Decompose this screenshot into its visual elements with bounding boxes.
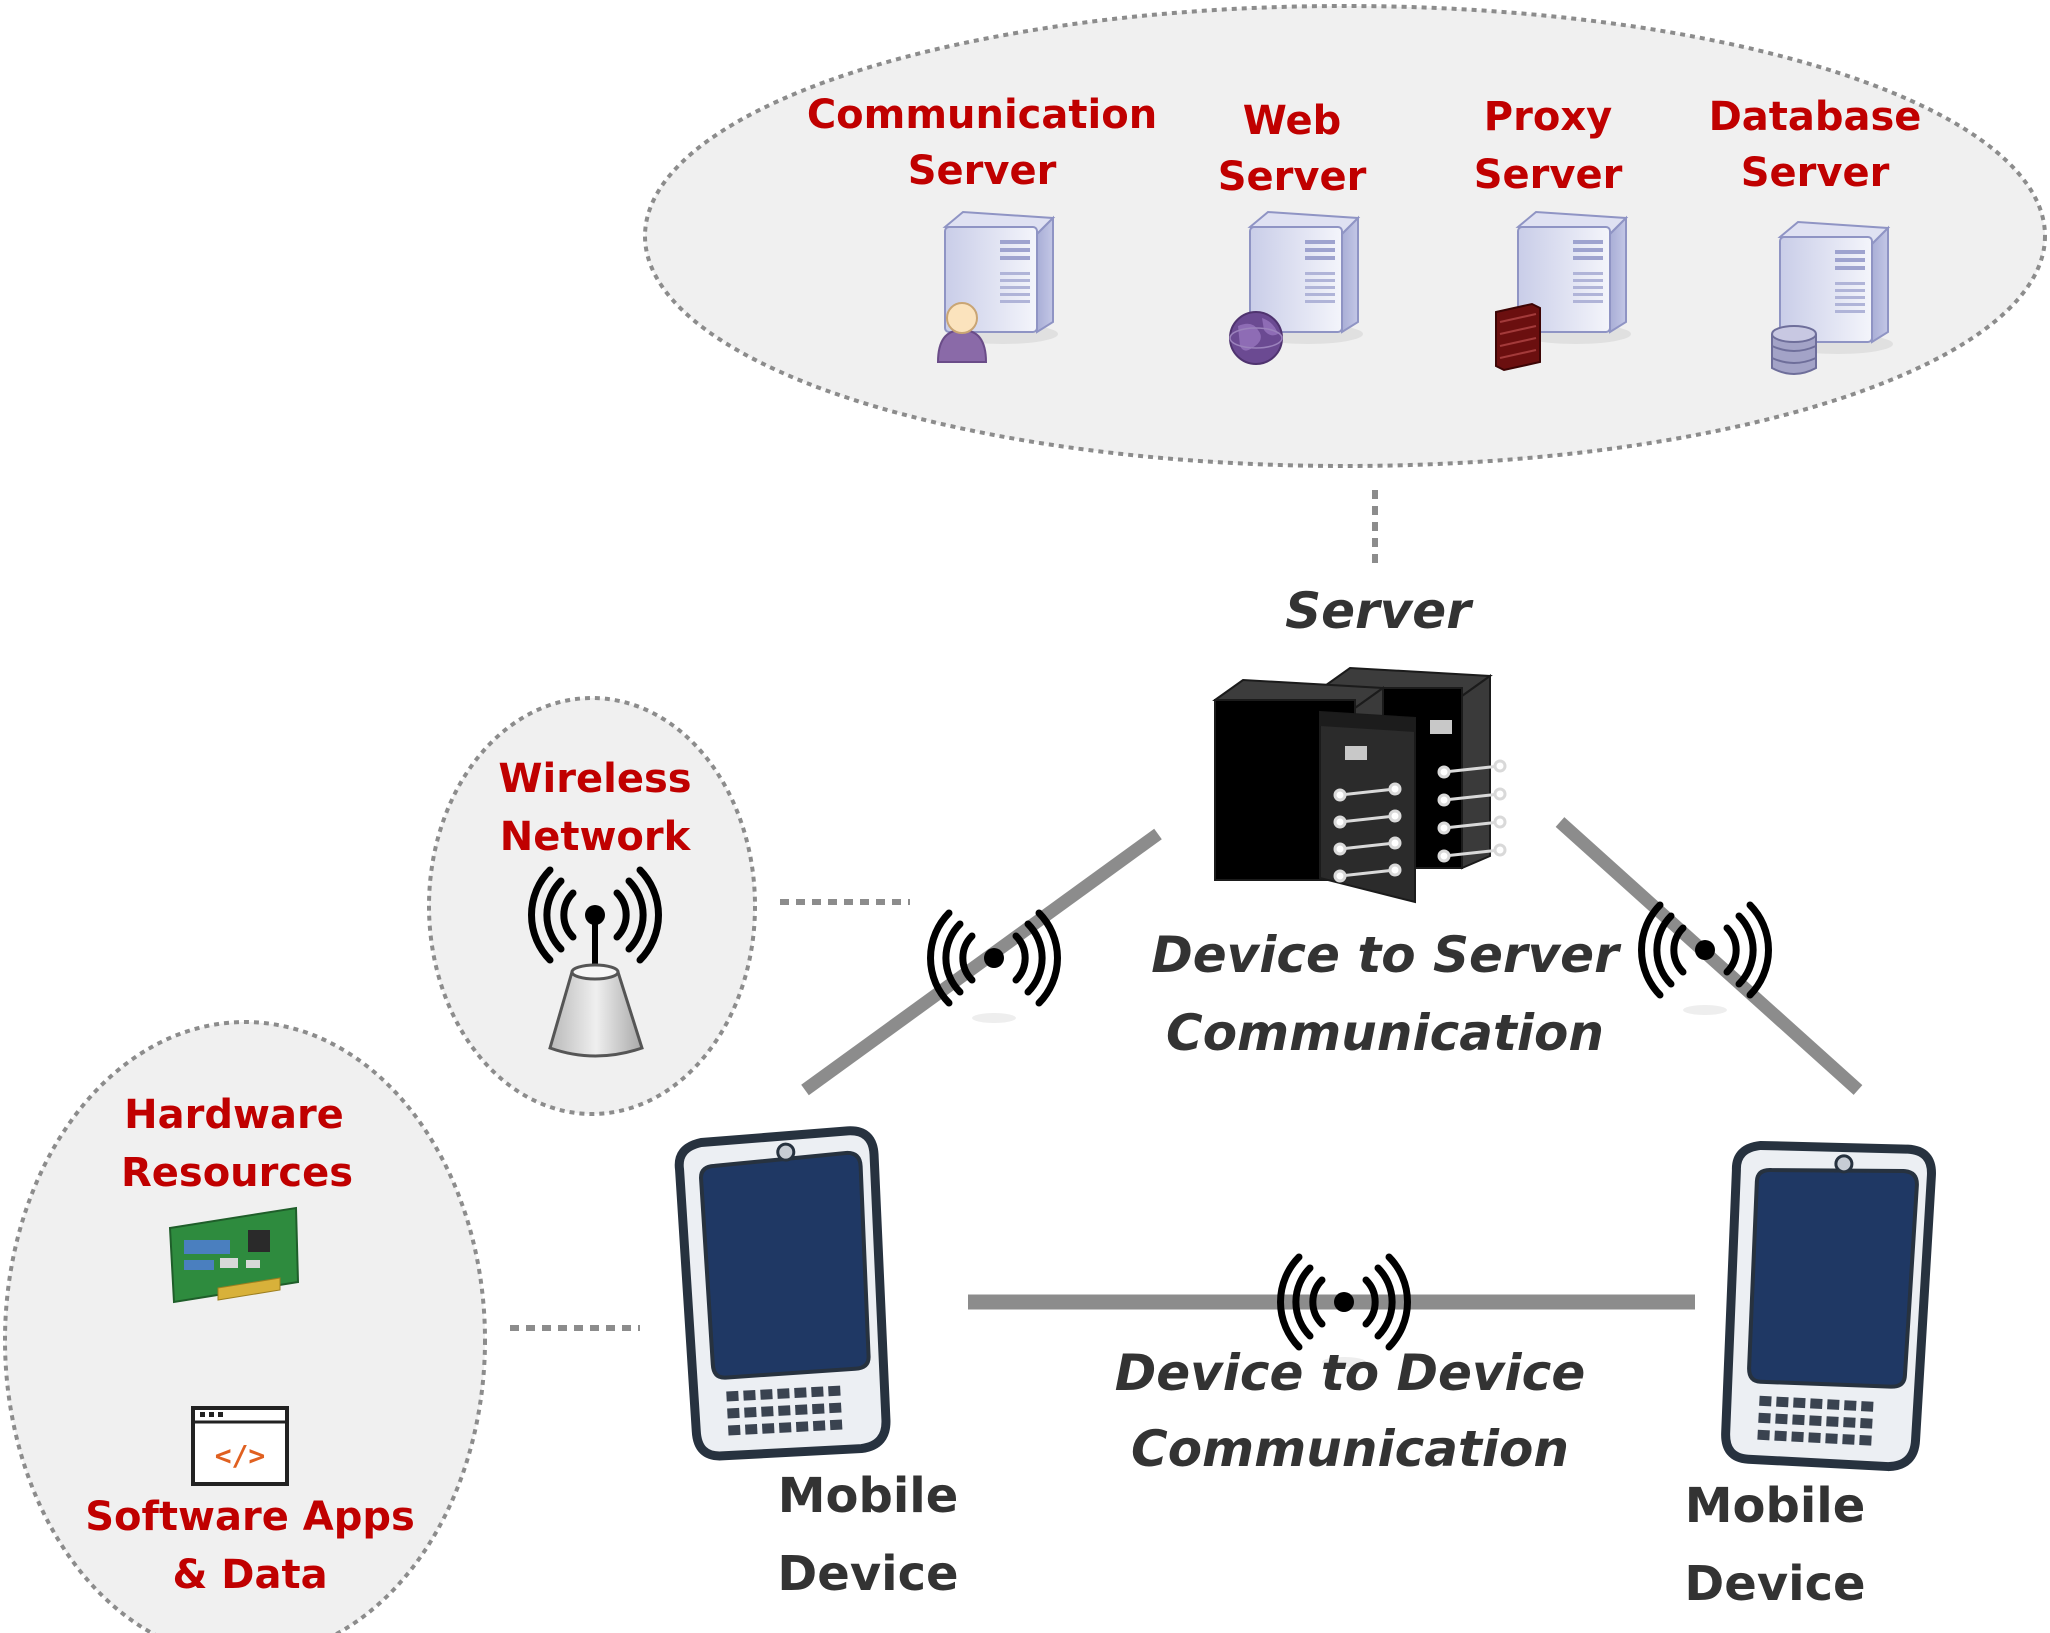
mobile-left-label-2: Device — [777, 1546, 958, 1602]
database-server: Database Server — [1709, 94, 1922, 375]
database-server-label-1: Database — [1709, 94, 1922, 140]
proxy-server-label-1: Proxy — [1484, 94, 1612, 140]
mobile-right-label-2: Device — [1684, 1556, 1865, 1612]
firewall-icon — [1495, 302, 1541, 372]
software-label-2: & Data — [172, 1552, 327, 1598]
mobile-left-label-1: Mobile — [778, 1468, 959, 1524]
web-server-label-1: Web — [1243, 98, 1341, 144]
communication-server: Communication Server — [807, 92, 1157, 363]
mobile-phone-icon — [1721, 1140, 1933, 1468]
server-label: Server — [1285, 582, 1474, 640]
signal-icon — [931, 913, 1058, 1023]
device-to-server-label-1: Device to Server — [1151, 926, 1622, 984]
central-server: Server — [1214, 582, 1507, 904]
device-to-server-caption: Device to Server Communication — [1151, 926, 1622, 1062]
communication-server-label-1: Communication — [807, 92, 1157, 138]
proxy-server-label-2: Server — [1474, 152, 1623, 198]
device-to-device-label-1: Device to Device — [1115, 1344, 1585, 1402]
device-to-server-label-2: Communication — [1166, 1004, 1604, 1062]
database-server-label-2: Server — [1741, 150, 1890, 196]
server-rack-icon — [1214, 667, 1507, 904]
proxy-server: Proxy Server — [1474, 94, 1632, 372]
wireless-network-label-2: Network — [500, 814, 692, 860]
communication-server-label-2: Server — [908, 148, 1057, 194]
antenna-icon — [532, 870, 659, 1058]
svg-text:</>: </> — [215, 1439, 266, 1472]
mobile-right-label-1: Mobile — [1685, 1478, 1866, 1534]
device-to-device-label-2: Communication — [1131, 1420, 1569, 1478]
user-icon — [936, 302, 988, 363]
web-server-label-2: Server — [1218, 154, 1367, 200]
server-cluster: Communication Server Web Server Proxy Se… — [643, 4, 2047, 468]
device-resources-group: Hardware Resources </> Software Apps & D… — [3, 1020, 487, 1633]
device-to-server-link-left — [801, 828, 1162, 1096]
mobile-phone-icon — [678, 1130, 890, 1458]
software-label-1: Software Apps — [85, 1494, 415, 1540]
globe-icon — [1229, 311, 1283, 365]
device-to-device-caption: Device to Device Communication — [1115, 1344, 1585, 1478]
hardware-label-1: Hardware — [124, 1092, 344, 1138]
web-server: Web Server — [1218, 98, 1367, 365]
circuit-board-icon — [168, 1206, 300, 1304]
mobile-device-right: Mobile Device — [1684, 1140, 1932, 1612]
hardware-label-2: Resources — [121, 1150, 353, 1196]
code-window-icon: </> — [191, 1406, 289, 1486]
wireless-network-group: Wireless Network — [427, 696, 757, 1116]
wireless-network-label-1: Wireless — [498, 756, 691, 802]
database-icon — [1771, 325, 1817, 375]
mobile-device-left: Mobile Device — [678, 1130, 959, 1602]
